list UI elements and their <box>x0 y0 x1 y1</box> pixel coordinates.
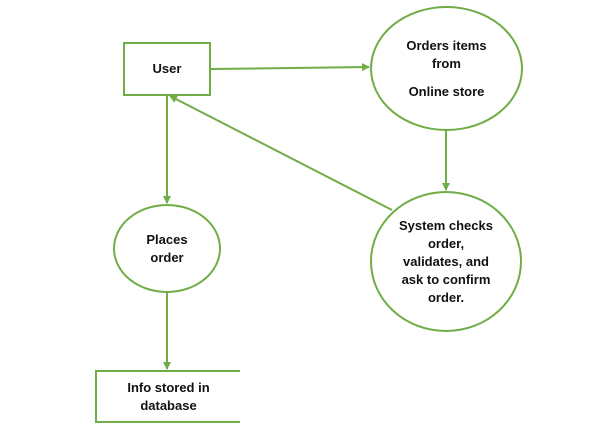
places-line-2: order <box>150 249 184 265</box>
orders-items-process: Orders items from Online store <box>370 6 523 131</box>
orders-line-1: Orders items <box>406 37 487 53</box>
store-line-2: database <box>140 397 197 413</box>
checks-line-2: order, <box>427 235 465 251</box>
user-label: User <box>152 61 182 76</box>
arrow-checks-to-user <box>169 95 393 211</box>
user-entity-box: User <box>123 42 211 96</box>
places-order-process: Places order <box>113 204 221 293</box>
store-line-1: Info stored in <box>127 379 210 395</box>
checks-line-4: ask to confirm <box>401 271 491 287</box>
system-checks-process: System checks order, validates, and ask … <box>370 191 522 332</box>
checks-line-1: System checks <box>399 217 493 233</box>
arrow-user-to-orders <box>210 63 370 72</box>
checks-line-5: order. <box>427 289 465 305</box>
orders-line-2: from <box>432 55 461 71</box>
places-line-1: Places <box>146 231 188 247</box>
database-datastore: Info stored in database <box>95 370 240 423</box>
orders-line-3: Online store <box>408 83 485 99</box>
checks-line-3: validates, and <box>403 253 489 269</box>
